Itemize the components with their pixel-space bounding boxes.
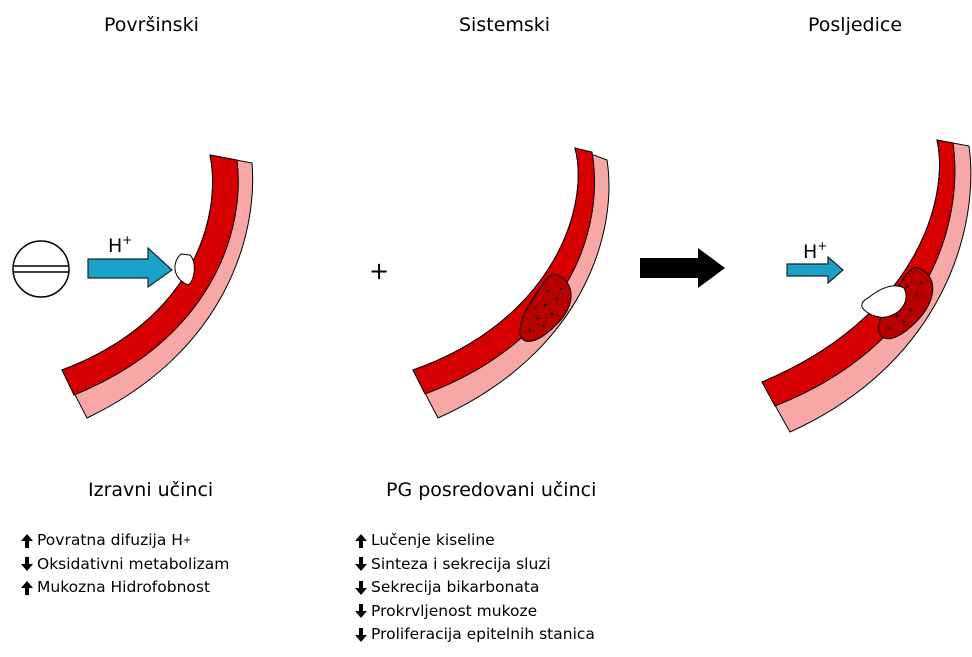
acid-arrow-small-icon (786, 255, 844, 285)
arrow-down-icon (21, 557, 33, 572)
pg-effects-list: Lučenje kiseline Sinteza i sekrecija slu… (354, 529, 595, 647)
ion-label-1: H+ (108, 233, 132, 257)
result-arrow-icon (640, 248, 725, 288)
direct-effects-list: Povratna difuzija H+ Oksidativni metabol… (20, 529, 229, 600)
direct-effect-item: Oksidativni metabolizam (20, 553, 229, 577)
arrow-down-icon (355, 557, 367, 572)
arrow-up-icon (21, 580, 33, 595)
arrow-down-icon (355, 627, 367, 642)
stomach-wall-consequences (761, 139, 972, 433)
heading-consequences: Posljedice (808, 14, 903, 36)
heading-systemic: Sistemski (459, 14, 551, 36)
hemorrhage-lesion (519, 274, 572, 342)
direct-effect-item: Mukozna Hidrofobnost (20, 576, 229, 600)
direct-effect-item: Povratna difuzija H+ (20, 529, 229, 553)
pg-effect-item: Sekrecija bikarbonata (354, 576, 595, 600)
arrow-down-icon (355, 604, 367, 619)
plus-sign: + (369, 257, 389, 285)
pg-effect-item: Lučenje kiseline (354, 529, 595, 553)
pg-effect-item: Proliferacija epitelnih stanica (354, 623, 595, 647)
ulcer-crater (861, 285, 907, 318)
acid-arrow-icon (87, 246, 173, 289)
arrow-up-icon (21, 533, 33, 548)
mucosal-injury-illustration: H+ + H+ (12, 139, 972, 433)
ion-label-3: H+ (803, 239, 827, 263)
pg-effects-title: PG posredovani učinci (386, 479, 597, 501)
arrow-up-icon (355, 533, 367, 548)
pg-effect-item: Prokrvljenost mukoze (354, 600, 595, 624)
direct-effects-title: Izravni učinci (88, 479, 214, 501)
stomach-wall-surface (61, 154, 254, 419)
pg-effect-item: Sinteza i sekrecija sluzi (354, 553, 595, 577)
stomach-wall-systemic (412, 147, 610, 419)
arrow-down-icon (355, 580, 367, 595)
heading-surface: Površinski (104, 14, 199, 36)
drug-symbol-icon (12, 240, 70, 298)
hemorrhage-lesion-3 (878, 267, 934, 340)
